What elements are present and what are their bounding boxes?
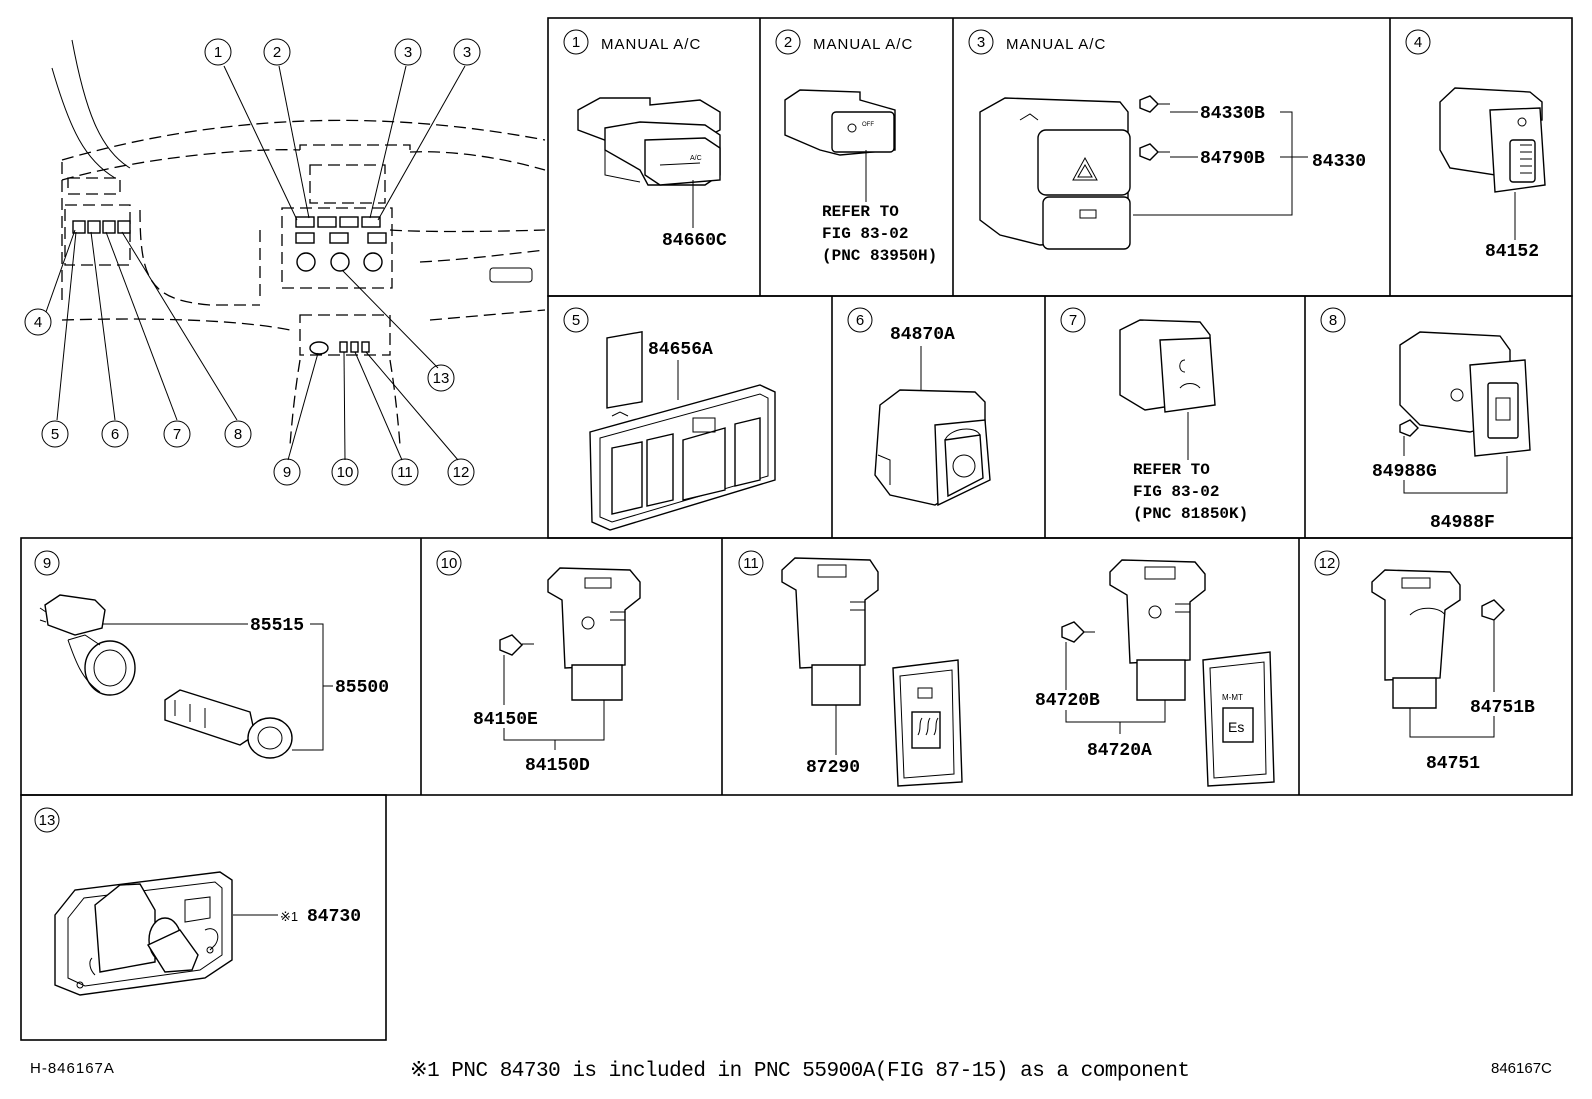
part-84730: 84730 xyxy=(307,907,361,927)
panel-3: 3 MANUAL A/C 84330B 84790B 84330 xyxy=(968,29,1366,250)
mirror-switch-drawing xyxy=(874,389,991,507)
svg-text:3: 3 xyxy=(977,34,985,51)
switch-drawing xyxy=(1371,569,1461,709)
footnote: ※1 PNC 84730 is included in PNC 55900A(F… xyxy=(410,1060,1190,1083)
panel-10: 10 84150E 84150D xyxy=(436,550,641,776)
svg-text:OFF: OFF xyxy=(862,122,874,128)
dimmer-switch-drawing xyxy=(1439,87,1546,193)
svg-text:8: 8 xyxy=(234,426,242,443)
switch-drawing xyxy=(547,567,641,701)
svg-text:12: 12 xyxy=(1319,555,1336,572)
switch-drawing: OFF xyxy=(784,89,896,156)
svg-text:13: 13 xyxy=(433,370,450,387)
svg-text:A/C: A/C xyxy=(690,155,702,162)
svg-text:MANUAL A/C: MANUAL A/C xyxy=(601,36,701,53)
svg-text:3: 3 xyxy=(463,44,471,61)
panel-9: 9 85515 85500 xyxy=(34,550,389,759)
part-84751B: 84751B xyxy=(1470,698,1535,718)
panel-4: 4 84152 xyxy=(1405,29,1546,262)
part-84720A: 84720A xyxy=(1087,741,1152,761)
part-84150E: 84150E xyxy=(473,710,538,730)
svg-text:11: 11 xyxy=(743,555,759,572)
svg-text:6: 6 xyxy=(856,312,864,329)
part-84150D: 84150D xyxy=(525,756,590,776)
part-84988G: 84988G xyxy=(1372,462,1437,482)
part-84988F: 84988F xyxy=(1430,513,1495,533)
part-84790B: 84790B xyxy=(1200,149,1265,169)
svg-text:1: 1 xyxy=(214,44,222,61)
svg-text:11: 11 xyxy=(397,464,413,481)
part-87290: 87290 xyxy=(806,758,860,778)
svg-text:10: 10 xyxy=(337,464,354,481)
part-84656A: 84656A xyxy=(648,340,713,360)
svg-text:12: 12 xyxy=(453,464,470,481)
ac-switch-drawing: A/C xyxy=(577,97,721,186)
svg-text:REFER TO: REFER TO xyxy=(1133,461,1210,479)
part-84870A: 84870A xyxy=(890,325,955,345)
svg-text:5: 5 xyxy=(51,426,59,443)
part-85500: 85500 xyxy=(335,678,389,698)
panel-1: 1 MANUAL A/C A/C 84660C xyxy=(563,29,727,251)
panel-borders xyxy=(20,17,1573,1041)
part-84152: 84152 xyxy=(1485,242,1539,262)
switch-drawing xyxy=(1399,331,1531,457)
dashboard-overview xyxy=(45,39,546,461)
panel-2: 2 MANUAL A/C OFF REFER TO FIG 83-02 (PNC… xyxy=(775,29,937,265)
heater-switch-face xyxy=(892,659,963,787)
panel-5: 5 84656A xyxy=(563,307,776,531)
switch-drawing xyxy=(1119,319,1216,413)
overview-callouts: 1 2 3 3 4 5 6 7 8 9 10 11 12 13 xyxy=(24,38,481,486)
svg-text:9: 9 xyxy=(283,464,291,481)
hazard-switch-drawing xyxy=(979,97,1131,250)
part-84330: 84330 xyxy=(1312,152,1366,172)
illustration-code: H-846167A xyxy=(30,1060,115,1077)
svg-text:(PNC 83950H): (PNC 83950H) xyxy=(822,247,937,265)
part-84720B: 84720B xyxy=(1035,691,1100,711)
panel-12: 12 84751B 84751 xyxy=(1314,550,1535,774)
switch-87290-drawing xyxy=(781,557,879,706)
svg-text:4: 4 xyxy=(34,314,42,331)
svg-text:FIG 83-02: FIG 83-02 xyxy=(1133,483,1219,501)
svg-text:7: 7 xyxy=(1069,312,1077,329)
part-84330B: 84330B xyxy=(1200,104,1265,124)
part-84751: 84751 xyxy=(1426,754,1480,774)
svg-text:4: 4 xyxy=(1414,34,1422,51)
svg-text:(PNC 81850K): (PNC 81850K) xyxy=(1133,505,1248,523)
svg-text:1: 1 xyxy=(572,34,580,51)
svg-text:FIG 83-02: FIG 83-02 xyxy=(822,225,908,243)
toggle-switch-drawing xyxy=(54,871,233,996)
svg-text:6: 6 xyxy=(111,426,119,443)
svg-text:9: 9 xyxy=(43,555,51,572)
part-85515: 85515 xyxy=(250,616,304,636)
panel-6: 6 84870A xyxy=(847,307,991,507)
clips xyxy=(1139,95,1170,161)
svg-text:MANUAL A/C: MANUAL A/C xyxy=(1006,36,1106,53)
svg-text:2: 2 xyxy=(784,34,792,51)
part-84660C: 84660C xyxy=(662,231,727,251)
svg-text:13: 13 xyxy=(39,812,56,829)
svg-text:REFER TO: REFER TO xyxy=(822,203,899,221)
svg-text:2: 2 xyxy=(273,44,281,61)
svg-text:5: 5 xyxy=(572,312,580,329)
panel-11: 11 87290 84720B 84720A xyxy=(738,550,1275,787)
svg-text:7: 7 xyxy=(173,426,181,443)
svg-text:Es: Es xyxy=(1228,719,1244,735)
svg-text:3: 3 xyxy=(404,44,412,61)
svg-text:※1: ※1 xyxy=(280,909,298,924)
drawing-number: 846167C xyxy=(1491,1060,1552,1077)
bezel-drawing xyxy=(589,330,776,531)
panel-7: 7 REFER TO FIG 83-02 (PNC 81850K) xyxy=(1060,307,1248,523)
svg-text:M-MT: M-MT xyxy=(1222,693,1243,702)
panel-13: 13 ※1 84730 xyxy=(34,807,361,996)
switch-84720A-drawing xyxy=(1109,559,1206,701)
svg-text:10: 10 xyxy=(441,555,458,572)
svg-text:8: 8 xyxy=(1329,312,1337,329)
cigarette-lighter-drawing xyxy=(39,594,293,759)
mode-switch-face: M-MT Es xyxy=(1202,651,1275,787)
svg-text:MANUAL A/C: MANUAL A/C xyxy=(813,36,913,53)
panel-8: 8 84988G 84988F xyxy=(1320,307,1531,533)
